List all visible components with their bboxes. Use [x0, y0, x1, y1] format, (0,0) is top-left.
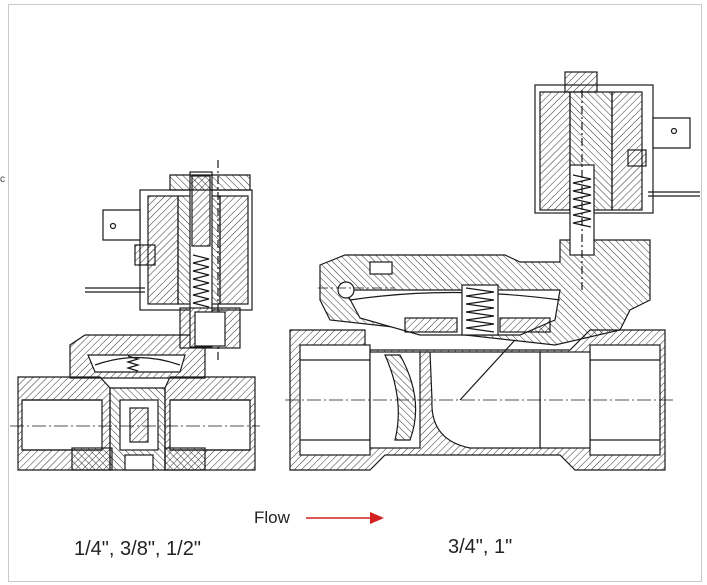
size-label-large: 3/4", 1" — [448, 536, 513, 558]
flow-arrow-icon — [306, 512, 384, 524]
flow-label: Flow — [254, 508, 290, 527]
large-valve — [285, 71, 700, 471]
small-valve — [10, 160, 260, 471]
edge-mark: c — [0, 174, 5, 185]
size-label-small: 1/4", 3/8", 1/2" — [74, 538, 201, 560]
